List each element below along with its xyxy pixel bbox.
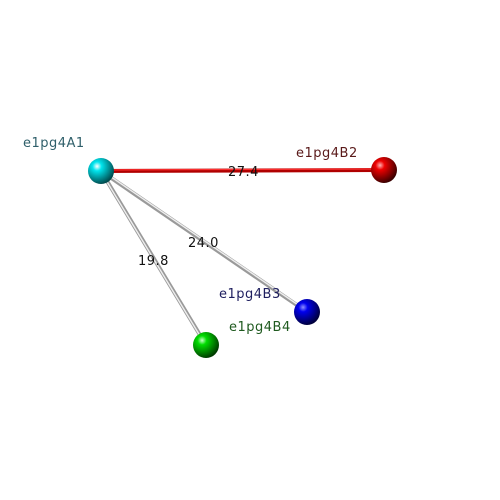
atom-label-B4: e1pg4B4 <box>229 320 291 335</box>
distance-label-A1-B3: 24.0 <box>188 236 219 251</box>
edge-line-A1-B2 <box>99 168 386 173</box>
atom-B2[interactable] <box>371 157 397 183</box>
edge-A1-B2 <box>99 168 386 173</box>
atom-label-B2: e1pg4B2 <box>296 146 358 161</box>
atom-B4[interactable] <box>193 332 219 358</box>
atom-label-A1: e1pg4A1 <box>23 136 85 151</box>
edge-A1-B3 <box>99 169 309 314</box>
edge-line-A1-B3 <box>99 169 309 314</box>
atom-label-B3: e1pg4B3 <box>219 287 281 302</box>
distance-labels: 27.4 24.0 19.8 <box>138 165 259 269</box>
distance-label-A1-B2: 27.4 <box>228 165 259 180</box>
edge-highlight-A1-B2 <box>100 168 385 171</box>
atom-A1[interactable] <box>88 158 114 184</box>
atom-labels: e1pg4A1 e1pg4B2 e1pg4B3 e1pg4B4 <box>23 136 358 335</box>
atoms <box>88 157 397 358</box>
edge-highlight-A1-B3 <box>100 169 308 312</box>
edge-A1-B4 <box>99 169 208 347</box>
edges <box>99 168 386 347</box>
atom-B3[interactable] <box>294 299 320 325</box>
edge-highlight-A1-B4 <box>99 170 207 346</box>
distance-label-A1-B4: 19.8 <box>138 254 169 269</box>
